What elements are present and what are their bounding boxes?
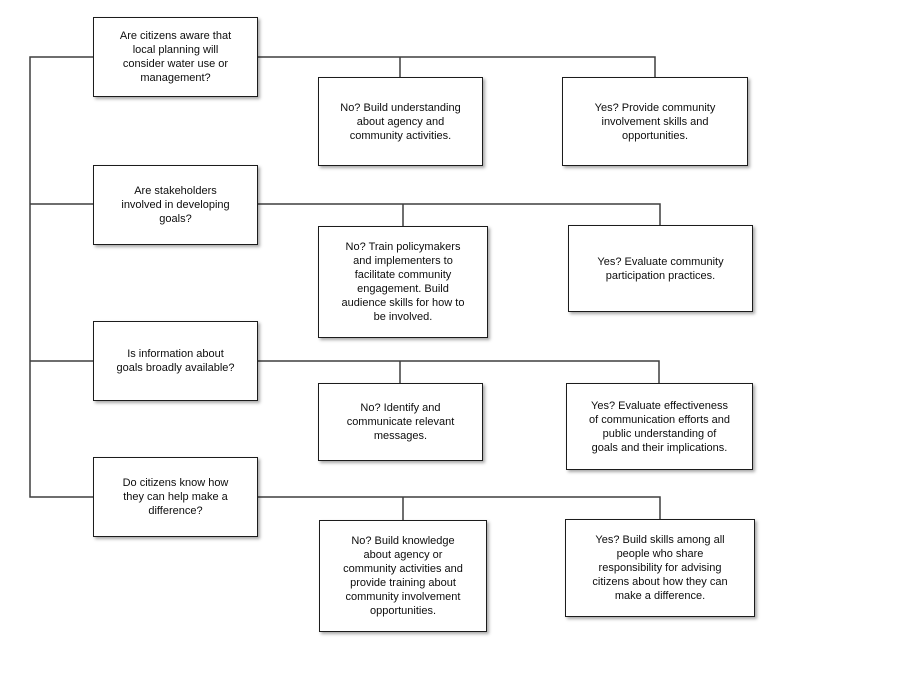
no-text-2: No? Train policymakers and implementers … bbox=[341, 241, 465, 323]
branch-row4 bbox=[258, 496, 661, 520]
no-text-4: No? Build knowledge about agency or comm… bbox=[343, 535, 463, 617]
yes-box-4: Yes? Build skills among all people who s… bbox=[565, 519, 755, 617]
branch-row3 bbox=[258, 360, 660, 384]
yes-box-3: Yes? Evaluate effectiveness of communica… bbox=[566, 383, 753, 470]
question-text-2: Are stakeholders involved in developing … bbox=[121, 185, 230, 225]
question-box-3: Is information about goals broadly avail… bbox=[93, 321, 258, 401]
question-text-4: Do citizens know how they can help make … bbox=[122, 477, 229, 517]
no-box-4: No? Build knowledge about agency or comm… bbox=[319, 520, 487, 632]
yes-text-2: Yes? Evaluate community participation pr… bbox=[597, 255, 724, 282]
yes-text-3: Yes? Evaluate effectiveness of communica… bbox=[588, 399, 731, 454]
yes-text-4: Yes? Build skills among all people who s… bbox=[592, 534, 728, 602]
question-text-3: Is information about goals broadly avail… bbox=[116, 348, 235, 374]
question-text-1: Are citizens aware that local planning w… bbox=[119, 30, 232, 84]
branch-row1 bbox=[258, 56, 656, 78]
no-box-2: No? Train policymakers and implementers … bbox=[318, 226, 488, 338]
question-box-4: Do citizens know how they can help make … bbox=[93, 457, 258, 537]
no-text-1: No? Build understanding about agency and… bbox=[340, 101, 461, 142]
yes-box-2: Yes? Evaluate community participation pr… bbox=[568, 225, 753, 312]
yes-box-1: Yes? Provide community involvement skill… bbox=[562, 77, 748, 166]
no-box-3: No? Identify and communicate relevant me… bbox=[318, 383, 483, 461]
no-box-1: No? Build understanding about agency and… bbox=[318, 77, 483, 166]
no-text-3: No? Identify and communicate relevant me… bbox=[346, 402, 455, 442]
question-box-1: Are citizens aware that local planning w… bbox=[93, 17, 258, 97]
question-box-2: Are stakeholders involved in developing … bbox=[93, 165, 258, 245]
spine-line bbox=[29, 56, 93, 498]
branch-row2 bbox=[258, 203, 661, 226]
yes-text-1: Yes? Provide community involvement skill… bbox=[594, 101, 716, 142]
